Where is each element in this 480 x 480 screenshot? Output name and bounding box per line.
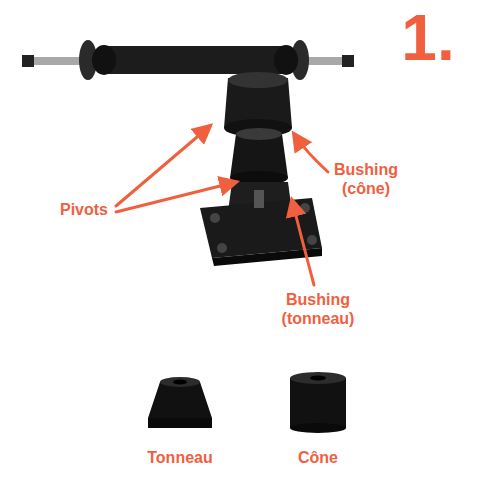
kingpin — [254, 190, 264, 208]
axle-nut — [22, 55, 34, 67]
bushing-bottom — [290, 423, 346, 433]
cone-bushing-sample — [290, 372, 346, 433]
barrel-bushing-sample — [148, 377, 212, 428]
hanger — [95, 46, 295, 74]
leader-arrow — [116, 126, 210, 206]
bushing-top — [160, 377, 200, 387]
bolt — [210, 213, 220, 223]
leader-arrow — [294, 134, 328, 172]
leader-arrow — [292, 200, 314, 285]
bolt — [300, 203, 310, 213]
bushing-cup-top — [228, 72, 288, 88]
bolt — [307, 235, 317, 245]
cone-bushing-top — [236, 128, 282, 140]
step-number: 1. — [401, 6, 454, 70]
bushing-body — [290, 378, 346, 428]
bolt — [217, 243, 227, 253]
truck — [22, 40, 354, 266]
hanger-end — [274, 45, 298, 75]
bushing-hole — [310, 376, 326, 381]
part-label: Pivots — [60, 200, 108, 219]
leader-arrow — [116, 182, 236, 212]
part-label: Tonneau — [147, 448, 212, 467]
bushing-body — [148, 382, 212, 418]
axle-nut — [342, 55, 354, 67]
part-label: Bushing (tonneau) — [282, 290, 355, 328]
hanger-end — [92, 45, 116, 75]
bushing-base — [148, 418, 212, 428]
part-label: Cône — [298, 448, 338, 467]
bushing-hole — [173, 380, 187, 385]
bushing-top — [290, 372, 346, 384]
part-label: Bushing (cône) — [334, 160, 398, 198]
